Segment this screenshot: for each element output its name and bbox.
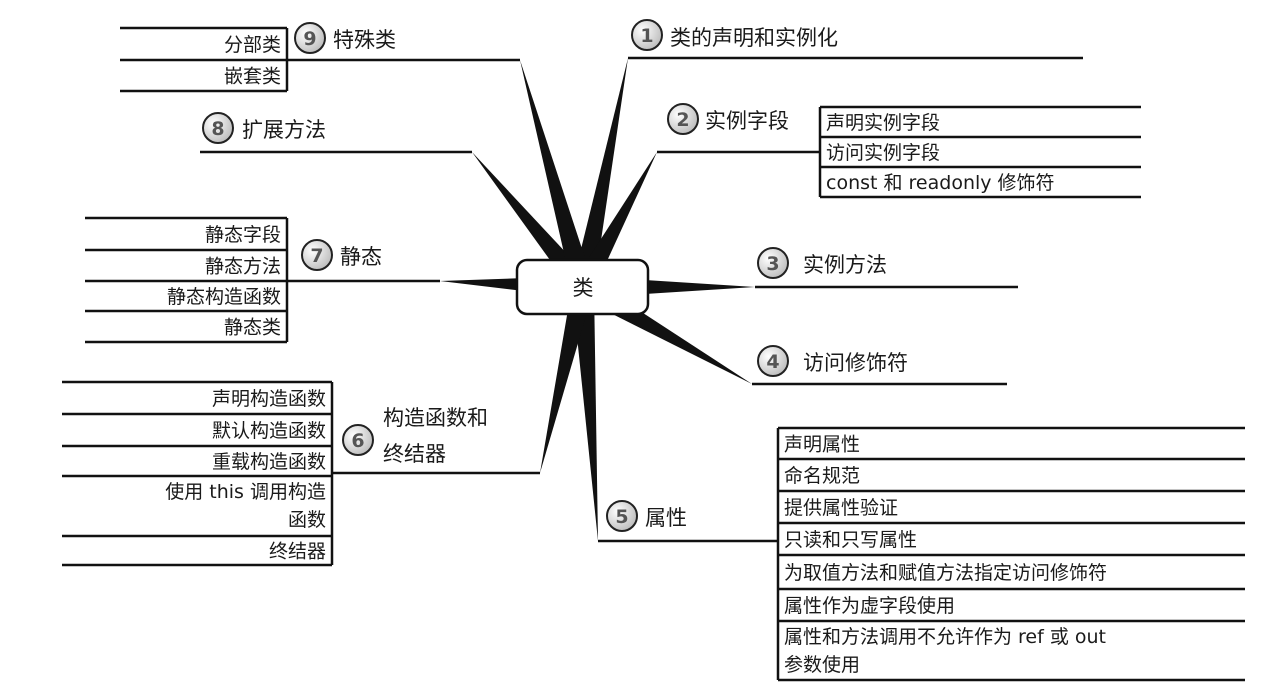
child-item[interactable]: 分部类 — [224, 34, 281, 56]
branch-1[interactable]: 1 类的声明和实例化 — [631, 19, 838, 51]
child-item-label: 属性和方法调用不允许作为 ref 或 out — [784, 626, 1106, 648]
spoke-8 — [472, 152, 592, 294]
branch-6-number: 6 — [351, 430, 364, 452]
spoke-1 — [572, 58, 628, 290]
spoke-9 — [520, 60, 594, 290]
child-item-label: 属性作为虚字段使用 — [784, 595, 955, 617]
child-item-label: 参数使用 — [784, 654, 860, 676]
child-item[interactable]: 重载构造函数 — [212, 451, 326, 473]
branch-9[interactable]: 9 特殊类 — [294, 22, 396, 54]
branch-9-label: 特殊类 — [333, 28, 396, 52]
number-badge-7-icon — [301, 239, 333, 271]
branch-7[interactable]: 7 静态 — [301, 239, 382, 271]
center-node-box — [515, 258, 650, 316]
child-item-label: 静态类 — [224, 317, 281, 339]
child-item[interactable]: 声明实例字段 — [826, 112, 940, 134]
child-item[interactable]: 属性和方法调用不允许作为 ref 或 out 参数使用 — [784, 626, 1106, 676]
child-item-label: 命名规范 — [784, 465, 860, 487]
child-item-label: 静态字段 — [205, 224, 281, 246]
child-item[interactable]: 静态字段 — [205, 224, 281, 246]
spoke-6 — [540, 284, 594, 473]
branch-8-label: 扩展方法 — [242, 118, 326, 142]
child-item-label: 嵌套类 — [224, 66, 281, 88]
branch-4[interactable]: 4 访问修饰符 — [757, 345, 908, 377]
child-item-label: 只读和只写属性 — [784, 529, 917, 551]
child-item[interactable]: 访问实例字段 — [826, 142, 940, 164]
child-item[interactable]: 嵌套类 — [224, 66, 281, 88]
child-item[interactable]: 只读和只写属性 — [784, 529, 917, 551]
child-item[interactable]: 为取值方法和赋值方法指定访问修饰符 — [784, 562, 1107, 584]
child-item[interactable]: 静态类 — [224, 317, 281, 339]
child-item[interactable]: 声明构造函数 — [212, 388, 326, 410]
number-badge-1-icon — [631, 19, 663, 51]
child-item[interactable]: 提供属性验证 — [784, 497, 898, 519]
child-item[interactable]: 声明属性 — [784, 434, 860, 456]
child-item[interactable]: 静态方法 — [205, 256, 281, 278]
child-item-label: 为取值方法和赋值方法指定访问修饰符 — [784, 562, 1107, 584]
spoke-5 — [572, 286, 598, 541]
child-item-label: 访问实例字段 — [826, 142, 940, 164]
child-item-label: 声明构造函数 — [212, 388, 326, 410]
child-item-label: 分部类 — [224, 34, 281, 56]
branch-4-number: 4 — [766, 351, 779, 373]
child-item-label: const 和 readonly 修饰符 — [826, 172, 1055, 194]
branch-5-number: 5 — [615, 506, 628, 528]
child-item[interactable]: 静态构造函数 — [167, 286, 281, 308]
child-item[interactable]: 默认构造函数 — [212, 420, 326, 442]
branch-1-number: 1 — [640, 25, 653, 47]
number-badge-4-icon — [757, 345, 789, 377]
branch-7-number: 7 — [310, 245, 323, 267]
child-item-label: 重载构造函数 — [212, 451, 326, 473]
branch-3-label: 实例方法 — [803, 253, 887, 277]
child-item-label: 提供属性验证 — [784, 497, 898, 519]
branch-3[interactable]: 3 实例方法 — [757, 247, 887, 279]
branch-6-label: 构造函数和 — [383, 406, 488, 430]
child-item-label: 函数 — [288, 509, 326, 531]
branch-2-number: 2 — [676, 109, 689, 131]
center-node[interactable]: 类 — [515, 258, 650, 316]
child-item-label: 声明实例字段 — [826, 112, 940, 134]
child-item-label: 默认构造函数 — [212, 420, 326, 442]
branch-7-label: 静态 — [340, 245, 382, 269]
child-item-label: 声明属性 — [784, 434, 860, 456]
branch-1-label: 类的声明和实例化 — [670, 26, 838, 50]
branch-3-number: 3 — [766, 253, 779, 275]
number-badge-8-icon — [202, 112, 234, 144]
child-item[interactable]: 终结器 — [269, 541, 326, 563]
child-item-label: 使用 this 调用构造 — [165, 481, 326, 503]
branch-8-number: 8 — [211, 118, 224, 140]
child-item[interactable]: 命名规范 — [784, 465, 860, 487]
branch-6-label: 终结器 — [383, 442, 446, 466]
branch-5-label: 属性 — [645, 506, 687, 530]
branch-8[interactable]: 8 扩展方法 — [202, 112, 326, 144]
child-item-label: 终结器 — [269, 541, 326, 563]
child-item[interactable]: 属性作为虚字段使用 — [784, 595, 955, 617]
branch-5[interactable]: 5 属性 — [606, 500, 687, 532]
child-item-label: 静态方法 — [205, 256, 281, 278]
number-badge-3-icon — [757, 247, 789, 279]
branch-9-number: 9 — [303, 28, 316, 50]
branch-2-label: 实例字段 — [705, 109, 789, 133]
branch-2[interactable]: 2 实例字段 — [667, 103, 789, 135]
spoke-2 — [573, 152, 657, 293]
number-badge-5-icon — [606, 500, 638, 532]
number-badge-9-icon — [294, 22, 326, 54]
branch-4-label: 访问修饰符 — [803, 351, 908, 375]
number-badge-6-icon — [342, 424, 374, 456]
number-badge-2-icon — [667, 103, 699, 135]
child-item-label: 静态构造函数 — [167, 286, 281, 308]
child-item[interactable]: const 和 readonly 修饰符 — [826, 172, 1055, 194]
center-node-label: 类 — [573, 276, 594, 300]
